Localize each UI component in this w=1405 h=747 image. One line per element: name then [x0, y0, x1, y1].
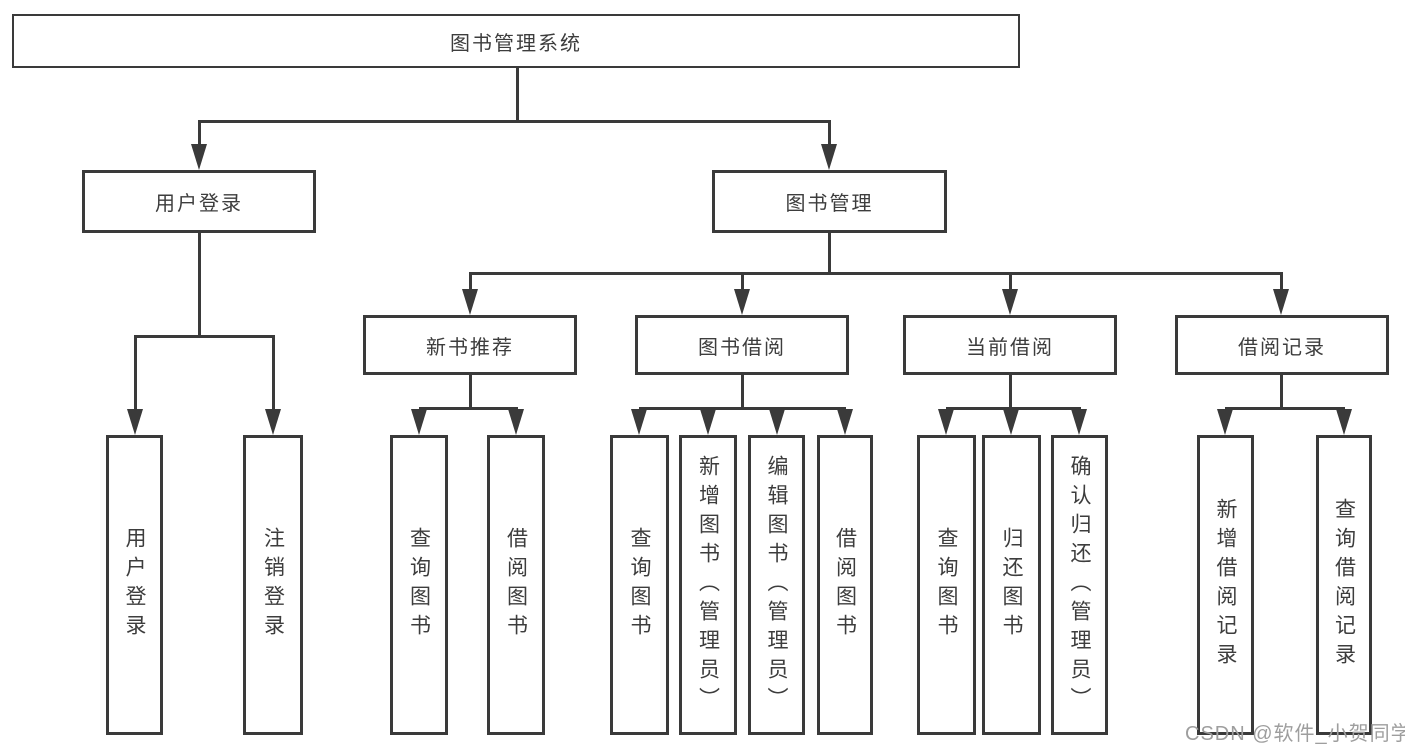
- connector-bb-bar: [639, 407, 846, 410]
- leaf-user-login: 用户登录: [106, 435, 163, 735]
- node-borrowing-records: 借阅记录: [1175, 315, 1389, 375]
- connector-user-login-bar: [134, 335, 275, 338]
- arrowhead-to-leaf-logout: [265, 409, 281, 435]
- leaf-nbr-query-books-label: 查询图书: [407, 527, 431, 643]
- arrowhead-bb-query: [631, 409, 647, 435]
- leaf-cb-confirm-return-admin-label: 确认归还（管理员）: [1068, 454, 1091, 716]
- node-library-management-system: 图书管理系统: [12, 14, 1020, 68]
- csdn-watermark: CSDN @软件_小贺同学: [1185, 723, 1405, 745]
- connector-root-stem: [516, 68, 519, 122]
- arrowhead-to-current-borrowing: [1002, 289, 1018, 315]
- leaf-cb-query-books: 查询图书: [917, 435, 976, 735]
- arrowhead-nbr-borrow: [508, 409, 524, 435]
- connector-br-down: [1280, 375, 1283, 409]
- leaf-br-query-record-label: 查询借阅记录: [1332, 498, 1356, 672]
- node-book-management: 图书管理: [712, 170, 947, 233]
- leaf-logout: 注销登录: [243, 435, 303, 735]
- connector-level3-bar: [469, 272, 1283, 275]
- leaf-br-add-record: 新增借阅记录: [1197, 435, 1254, 735]
- node-current-borrowing: 当前借阅: [903, 315, 1117, 375]
- leaf-bb-add-books-admin: 新增图书（管理员）: [679, 435, 737, 735]
- arrowhead-cb-return: [1003, 409, 1019, 435]
- leaf-nbr-query-books: 查询图书: [390, 435, 448, 735]
- connector-user-login-down: [198, 233, 201, 338]
- connector-cb-down: [1009, 375, 1012, 409]
- arrowhead-cb-query: [938, 409, 954, 435]
- leaf-br-query-record: 查询借阅记录: [1316, 435, 1372, 735]
- connector-br-bar: [1225, 407, 1345, 410]
- leaf-cb-confirm-return-admin: 确认归还（管理员）: [1051, 435, 1108, 735]
- arrowhead-nbr-query: [411, 409, 427, 435]
- connector-book-management-down: [828, 233, 831, 275]
- connector-cb-bar: [946, 407, 1081, 410]
- node-book-borrowing: 图书借阅: [635, 315, 849, 375]
- leaf-nbr-borrow-books: 借阅图书: [487, 435, 545, 735]
- connector-nbr-down: [469, 375, 472, 409]
- arrowhead-to-leaf-user-login: [127, 409, 143, 435]
- leaf-br-add-record-label: 新增借阅记录: [1214, 498, 1237, 672]
- leaf-bb-add-books-admin-label: 新增图书（管理员）: [696, 454, 720, 716]
- arrowhead-to-borrowing-records: [1273, 289, 1289, 315]
- connector-borrow-records-stem: [1280, 272, 1283, 291]
- leaf-bb-borrow-books: 借阅图书: [817, 435, 873, 735]
- arrowhead-bb-edit: [769, 409, 785, 435]
- arrowhead-to-book-management: [821, 144, 837, 170]
- connector-leaf-logout-stem: [272, 335, 275, 411]
- connector-nbr-bar: [419, 407, 518, 410]
- leaf-cb-return-books-label: 归还图书: [1000, 527, 1023, 643]
- arrowhead-br-add: [1217, 409, 1233, 435]
- leaf-nbr-borrow-books-label: 借阅图书: [504, 527, 528, 643]
- connector-book-management-stem: [828, 120, 831, 146]
- leaf-bb-query-books-label: 查询图书: [628, 527, 651, 643]
- arrowhead-to-book-borrowing: [734, 289, 750, 315]
- connector-user-login-stem: [198, 120, 201, 146]
- connector-bb-down: [741, 375, 744, 409]
- arrowhead-cb-confirm: [1071, 409, 1087, 435]
- connector-current-borrow-stem: [1009, 272, 1012, 291]
- leaf-logout-label: 注销登录: [261, 527, 285, 643]
- leaf-cb-query-books-label: 查询图书: [935, 527, 958, 643]
- leaf-bb-edit-books-admin: 编辑图书（管理员）: [748, 435, 805, 735]
- node-new-book-recommendation: 新书推荐: [363, 315, 577, 375]
- node-user-login: 用户登录: [82, 170, 316, 233]
- arrowhead-br-query: [1336, 409, 1352, 435]
- arrowhead-to-new-book-recommendation: [462, 289, 478, 315]
- leaf-bb-query-books: 查询图书: [610, 435, 669, 735]
- connector-book-borrow-stem: [741, 272, 744, 291]
- leaf-user-login-label: 用户登录: [123, 527, 146, 643]
- leaf-cb-return-books: 归还图书: [982, 435, 1041, 735]
- leaf-bb-borrow-books-label: 借阅图书: [833, 527, 857, 643]
- leaf-bb-edit-books-admin-label: 编辑图书（管理员）: [765, 454, 788, 716]
- connector-root-bar: [198, 120, 831, 123]
- arrowhead-bb-borrow: [837, 409, 853, 435]
- arrowhead-bb-add: [700, 409, 716, 435]
- arrowhead-to-user-login: [191, 144, 207, 170]
- connector-leaf-user-login-stem: [134, 335, 137, 411]
- connector-new-book-stem: [469, 272, 472, 291]
